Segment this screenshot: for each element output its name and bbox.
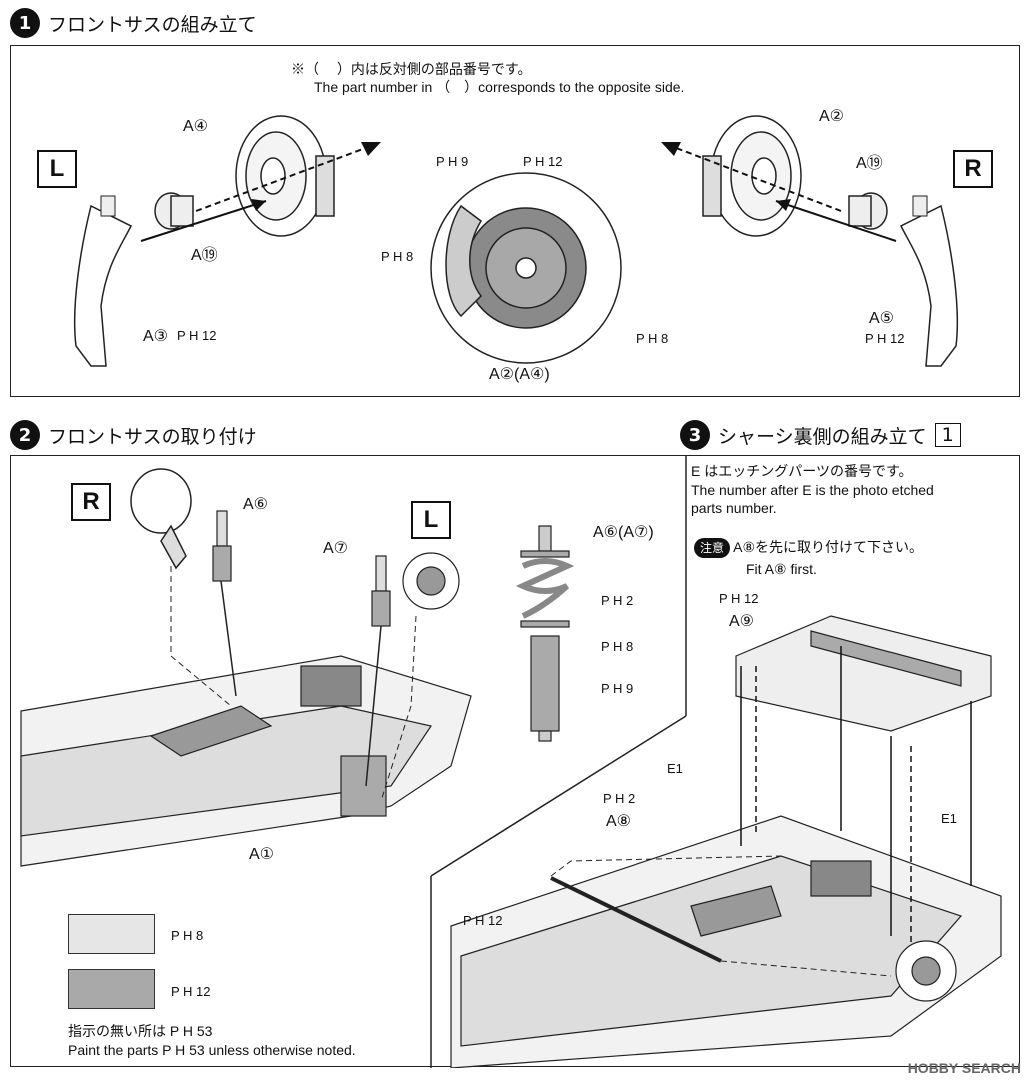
label-a5-paint: P H 12 xyxy=(865,331,905,346)
step3-bar-a8 xyxy=(550,876,722,963)
label-a4: A④ xyxy=(183,118,209,135)
label-center-p8-left: P H 8 xyxy=(381,249,414,264)
center-brake-disc xyxy=(430,172,622,364)
label-a19-right: A⑲ xyxy=(856,155,883,172)
step3-label-a8: A⑧ xyxy=(606,813,632,830)
shock-detail xyxy=(515,525,575,742)
step3-arrows xyxy=(740,646,972,946)
step3-title: シャーシ裏側の組み立て xyxy=(718,425,927,448)
shock-p8: P H 8 xyxy=(601,639,634,654)
shock-title: A⑥(A⑦) xyxy=(593,524,654,541)
step2-header: 2 フロントサスの取り付け xyxy=(10,420,257,450)
caution-badge: 注意 xyxy=(694,538,731,558)
step3-e1-left: E1 xyxy=(667,761,683,776)
left-brake-hub xyxy=(235,115,335,237)
watermark: HOBBY SEARCH xyxy=(907,1060,1021,1076)
step3-ref-box: 1 xyxy=(934,423,961,447)
step1-panel: ※（ ）内は反対側の部品番号です。 The part number in （ ）… xyxy=(10,45,1020,397)
label-a3: A③ xyxy=(143,328,169,345)
step2-left-marker: L xyxy=(411,501,451,539)
right-brake-hub xyxy=(702,115,802,237)
caution-jp: A⑧を先に取り付けて下さい。 xyxy=(733,539,924,555)
caution-en: Fit A⑧ first. xyxy=(746,561,817,577)
step2-right-marker: R xyxy=(71,483,111,521)
step3-ph2: P H 2 xyxy=(603,791,636,806)
shock-p2: P H 2 xyxy=(601,593,634,608)
step2-left-disc xyxy=(402,552,460,610)
step2-label-a6: A⑥ xyxy=(243,496,269,513)
step1-note-jp: ※（ ）内は反対側の部品番号です。 xyxy=(291,61,532,77)
caution-line: 注意 A⑧を先に取り付けて下さい。 xyxy=(694,538,923,558)
step3-label-a9: A⑨ xyxy=(729,613,755,630)
step3-header: 3 シャーシ裏側の組み立て 1 xyxy=(680,420,961,450)
label-center-a2a4: A②(A④) xyxy=(489,366,550,383)
etch-note-en1: The number after E is the photo etched xyxy=(691,482,934,498)
step2-shock-a6 xyxy=(212,510,232,582)
step2-title: フロントサスの取り付け xyxy=(48,425,257,448)
etch-note-en2: parts number. xyxy=(691,500,777,516)
label-a3-paint: P H 12 xyxy=(177,328,217,343)
label-center-p12: P H 12 xyxy=(523,154,563,169)
footer-jp: 指示の無い所は P H 53 xyxy=(68,1023,213,1039)
step3-ph12-bottom: P H 12 xyxy=(463,913,503,928)
legend-swatch-2 xyxy=(68,969,155,1009)
step1-title: フロントサスの組み立て xyxy=(48,13,257,36)
legend-label-2: P H 12 xyxy=(171,984,211,999)
footer-en: Paint the parts P H 53 unless otherwise … xyxy=(68,1042,356,1058)
step2-3-panel: R L A⑥ A⑦ A① A⑥(A⑦) P H 2 P H 8 P H 9 P … xyxy=(10,455,1020,1068)
step1-illustration xyxy=(73,115,959,367)
left-knuckle xyxy=(73,204,133,367)
step2-3-illustration xyxy=(20,456,1002,1068)
legend-label-1: P H 8 xyxy=(171,928,204,943)
step1-number: 1 xyxy=(10,8,40,38)
label-center-p8-right: P H 8 xyxy=(636,331,669,346)
label-a5: A⑤ xyxy=(869,310,895,327)
step2-label-a7: A⑦ xyxy=(323,540,349,557)
step3-disc xyxy=(895,940,957,1002)
step2-number: 2 xyxy=(10,420,40,450)
legend-swatch-1 xyxy=(68,914,155,954)
label-a2: A② xyxy=(819,108,845,125)
step1-note-en: The part number in （ ）corresponds to the… xyxy=(314,79,685,95)
step2-shock-a7 xyxy=(371,555,391,627)
step2-label-a1: A① xyxy=(249,846,275,863)
left-pin xyxy=(154,192,194,230)
step3-upper-frame xyxy=(735,615,992,732)
label-a19-left: A⑲ xyxy=(191,247,218,264)
right-knuckle xyxy=(899,204,959,367)
step3-e1-right: E1 xyxy=(941,811,957,826)
step3-number: 3 xyxy=(680,420,710,450)
label-center-p9: P H 9 xyxy=(436,154,469,169)
right-pin xyxy=(848,192,888,230)
step3-ph12-top: P H 12 xyxy=(719,591,759,606)
step2-right-knuckle xyxy=(130,468,192,570)
left-side-marker: L xyxy=(37,150,77,188)
step1-header: 1 フロントサスの組み立て xyxy=(10,8,257,38)
etch-note-jp: E はエッチングパーツの番号です。 xyxy=(691,463,913,479)
step2-chassis xyxy=(20,655,472,867)
shock-p9: P H 9 xyxy=(601,681,634,696)
right-side-marker: R xyxy=(953,150,993,188)
